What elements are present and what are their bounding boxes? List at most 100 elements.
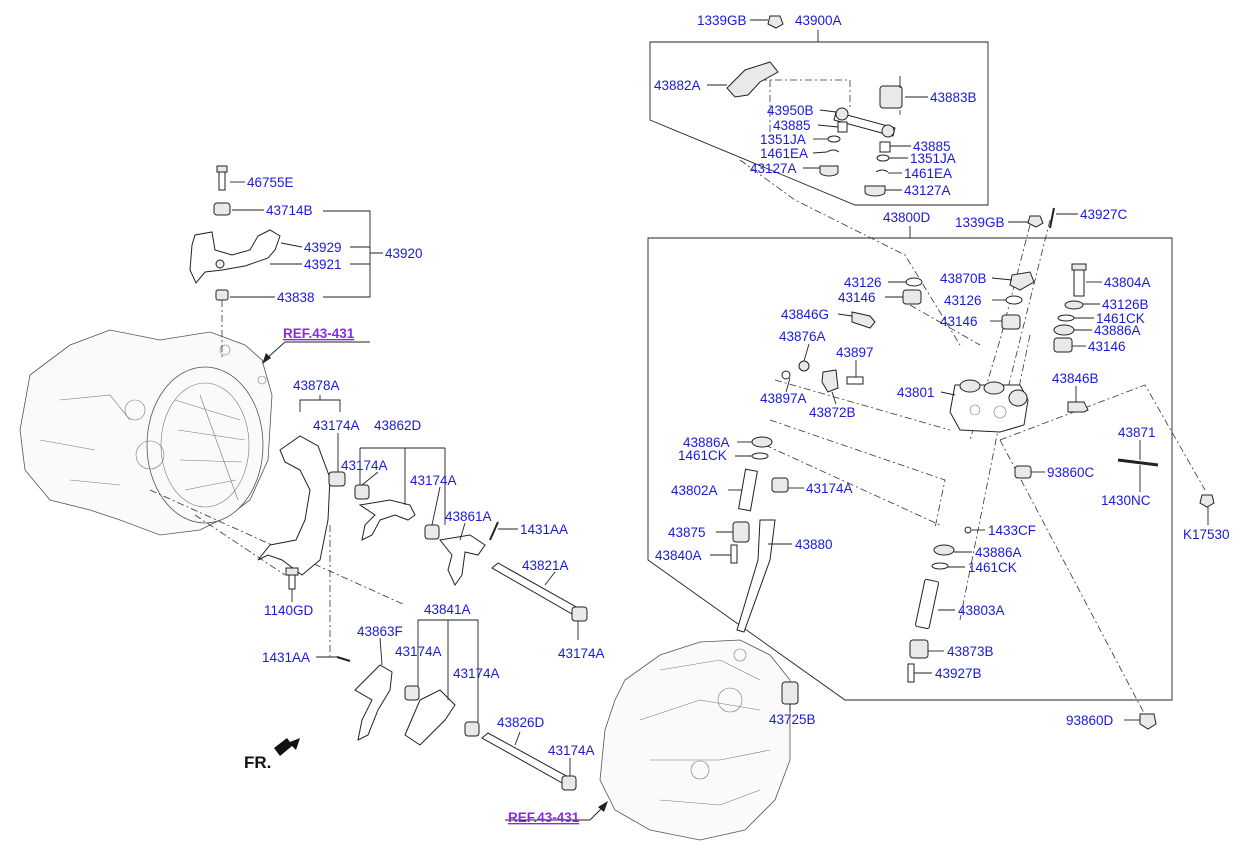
part-43174A-1[interactable] (328, 471, 346, 487)
part-43878A-fork[interactable] (257, 435, 331, 576)
part-label[interactable]: 43871 (1118, 425, 1156, 440)
part-label[interactable]: 43802A (671, 483, 718, 498)
part-label[interactable]: 1433CF (988, 523, 1036, 538)
part-1351JA-right[interactable] (876, 154, 890, 162)
part-label[interactable]: 43872B (809, 405, 856, 420)
part-43875[interactable] (732, 521, 750, 543)
ref-label-bottom[interactable]: REF.43-431 (508, 810, 580, 825)
part-label[interactable]: 43127A (904, 183, 951, 198)
part-label[interactable]: 43146 (940, 314, 978, 329)
part-43876A[interactable] (798, 360, 810, 372)
part-43927C[interactable] (1049, 207, 1055, 229)
part-label[interactable]: 43803A (958, 603, 1005, 618)
part-label[interactable]: 1431AA (262, 650, 310, 665)
part-43927B[interactable] (907, 663, 915, 683)
part-43862D-fork[interactable] (358, 499, 416, 541)
part-43127A-left[interactable] (819, 165, 839, 177)
part-label[interactable]: 43876A (779, 329, 826, 344)
part-43897[interactable] (846, 376, 864, 385)
part-43886A-a[interactable] (1053, 324, 1075, 336)
part-1461EA-left[interactable] (826, 149, 840, 153)
part-43840A[interactable] (730, 544, 738, 564)
part-label[interactable]: 1140GD (264, 603, 314, 618)
part-label[interactable]: 1461EA (760, 146, 808, 161)
part-label[interactable]: 43878A (293, 378, 340, 393)
part-label[interactable]: 43174A (341, 458, 388, 473)
part-label[interactable]: 1461CK (1096, 311, 1145, 326)
part-label[interactable]: 43126B (1102, 297, 1149, 312)
part-43714B[interactable] (213, 202, 231, 216)
part-43174A-s[interactable] (771, 477, 789, 493)
part-label[interactable]: 43174A (453, 666, 500, 681)
part-93860D[interactable] (1139, 713, 1157, 730)
part-label[interactable]: 43841A (424, 602, 471, 617)
part-43880-shaft[interactable] (736, 519, 776, 633)
part-label[interactable]: 43862D (374, 418, 422, 433)
part-label[interactable]: 93860D (1066, 713, 1114, 728)
part-label[interactable]: 43804A (1104, 275, 1151, 290)
part-43801-housing[interactable] (949, 379, 1029, 433)
part-1461EA-right[interactable] (875, 169, 889, 173)
part-43174A-5[interactable] (404, 685, 420, 701)
part-43920-bracket[interactable] (189, 229, 281, 284)
part-43804A[interactable] (1071, 263, 1087, 297)
part-43861A-fork[interactable] (439, 534, 486, 586)
part-label[interactable]: 43826D (497, 715, 545, 730)
part-label[interactable]: 43927C (1080, 207, 1128, 222)
part-43838[interactable] (215, 289, 229, 301)
part-43146-c[interactable] (1053, 337, 1073, 353)
part-43146-b[interactable] (1001, 314, 1021, 330)
part-43846G[interactable] (851, 311, 876, 329)
part-label[interactable]: 43886A (1094, 323, 1141, 338)
part-label[interactable]: 43126 (844, 275, 882, 290)
part-label[interactable]: 43846G (781, 307, 829, 322)
part-label[interactable]: 43174A (410, 473, 457, 488)
part-K17530[interactable] (1199, 494, 1215, 508)
part-label[interactable]: 43174A (395, 644, 442, 659)
part-1461CK-c[interactable] (931, 562, 949, 570)
part-label[interactable]: 1461CK (678, 448, 727, 463)
part-43803A[interactable] (915, 578, 939, 630)
part-label[interactable]: 46755E (247, 175, 294, 190)
part-label[interactable]: 1461EA (904, 166, 952, 181)
part-label[interactable]: 43863F (357, 624, 403, 639)
part-label[interactable]: 43174A (548, 743, 595, 758)
part-93860C[interactable] (1014, 465, 1032, 479)
part-label[interactable]: 43127A (750, 161, 797, 176)
part-label[interactable]: 43921 (304, 257, 342, 272)
part-label[interactable]: 43714B (266, 203, 313, 218)
part-43126B[interactable] (1064, 300, 1084, 310)
part-label[interactable]: 43885 (913, 139, 951, 154)
part-label[interactable]: 43950B (767, 103, 814, 118)
part-43950B[interactable] (833, 107, 896, 138)
part-label[interactable]: 43838 (277, 290, 315, 305)
part-label[interactable]: 43880 (795, 537, 833, 552)
part-1461CK-a[interactable] (1057, 314, 1075, 322)
part-label[interactable]: 43821A (522, 558, 569, 573)
part-43870B[interactable] (1009, 271, 1035, 291)
part-43886A-c[interactable] (933, 544, 955, 556)
part-1433CF[interactable] (964, 526, 972, 534)
part-43174A-7[interactable] (561, 775, 577, 791)
part-43146-a[interactable] (902, 289, 922, 305)
part-label[interactable]: 1351JA (910, 151, 956, 166)
part-label[interactable]: 43900A (795, 13, 842, 28)
part-label[interactable]: 43174A (558, 646, 605, 661)
part-43126-a[interactable] (905, 277, 923, 287)
part-label[interactable]: 43146 (838, 290, 876, 305)
part-1339GB-top[interactable] (767, 15, 784, 29)
part-43127A-right[interactable] (864, 185, 886, 197)
part-label[interactable]: 43174A (806, 481, 853, 496)
part-46755E[interactable] (216, 165, 228, 191)
part-43846B[interactable] (1067, 401, 1089, 413)
part-43871-rod[interactable] (1117, 458, 1159, 467)
part-43883B[interactable] (879, 76, 903, 109)
part-43174A-2[interactable] (354, 484, 370, 500)
part-43885-left[interactable] (837, 121, 848, 133)
part-label[interactable]: 43126 (944, 293, 982, 308)
part-43886A-b[interactable] (751, 436, 773, 448)
part-43725B[interactable] (781, 681, 799, 705)
part-1339GB-mid[interactable] (1027, 215, 1044, 228)
part-label[interactable]: 93860C (1047, 465, 1095, 480)
part-43885-right[interactable] (879, 141, 891, 153)
